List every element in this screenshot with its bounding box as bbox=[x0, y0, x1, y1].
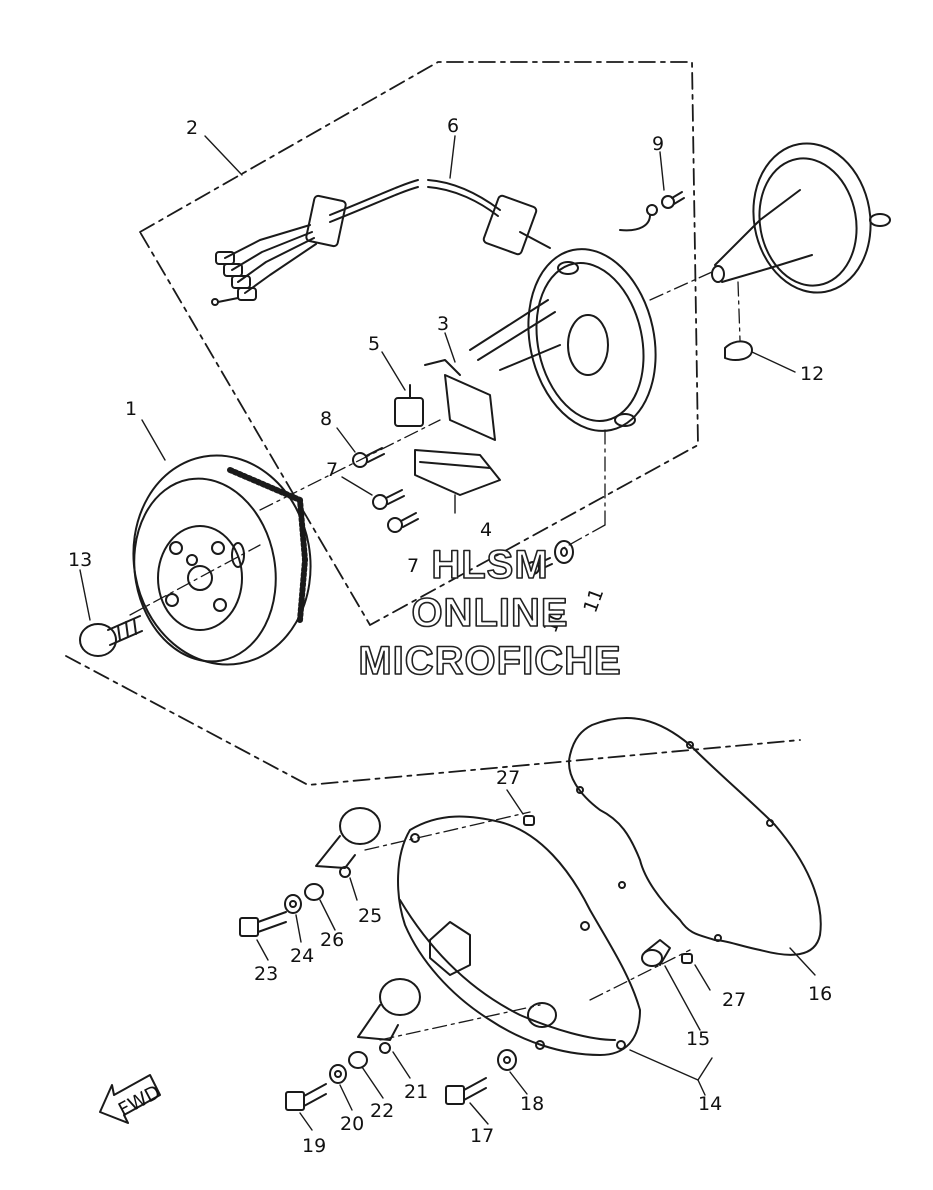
pulser-coil-5 bbox=[394, 384, 424, 427]
watermark-line-1: HLSM bbox=[431, 543, 548, 587]
assembly-boundary-dashed bbox=[65, 61, 801, 786]
callout-5: 5 bbox=[368, 333, 380, 355]
callout-numbers: 2 6 9 3 5 8 7 1 13 12 4 7 10 11 27 25 26… bbox=[68, 115, 832, 1157]
washer-11 bbox=[554, 540, 574, 564]
callout-7a: 7 bbox=[326, 459, 338, 481]
screw-7b bbox=[387, 512, 419, 533]
pin-27-lower bbox=[681, 953, 693, 964]
pin-27-upper bbox=[523, 815, 535, 826]
screw-10 bbox=[526, 557, 553, 575]
callout-23: 23 bbox=[254, 963, 278, 985]
callout-leaders bbox=[79, 135, 816, 1131]
dowel-pin bbox=[641, 939, 671, 967]
callout-15: 15 bbox=[686, 1028, 710, 1050]
watermark-line-3: MICROFICHE bbox=[358, 639, 621, 683]
callout-13: 13 bbox=[68, 549, 92, 571]
washer-18 bbox=[497, 1049, 517, 1071]
screw-7a bbox=[372, 489, 405, 510]
screw-8 bbox=[352, 447, 385, 468]
wire-harness bbox=[211, 179, 551, 306]
callout-26: 26 bbox=[320, 929, 344, 951]
callout-3: 3 bbox=[437, 313, 449, 335]
callout-14: 14 bbox=[698, 1093, 722, 1115]
callout-8: 8 bbox=[320, 408, 332, 430]
stator-plate bbox=[469, 204, 658, 432]
pulser-coil-4 bbox=[414, 449, 501, 496]
callout-20: 20 bbox=[340, 1113, 364, 1135]
callout-1: 1 bbox=[125, 398, 137, 420]
callout-6: 6 bbox=[447, 115, 459, 137]
watermark-line-2: ONLINE bbox=[411, 591, 568, 635]
callout-4: 4 bbox=[480, 519, 492, 541]
flywheel bbox=[132, 454, 312, 666]
clamp-upper bbox=[315, 807, 381, 878]
callout-9: 9 bbox=[652, 133, 664, 155]
callout-17: 17 bbox=[470, 1125, 494, 1147]
callout-12: 12 bbox=[800, 363, 824, 385]
flywheel-bolt bbox=[79, 615, 143, 657]
callout-2: 2 bbox=[186, 117, 198, 139]
flywheel-cover bbox=[397, 815, 641, 1056]
callout-27a: 27 bbox=[496, 767, 520, 789]
screw-9 bbox=[661, 191, 685, 209]
washer-20 bbox=[329, 1064, 347, 1084]
clamp-lower bbox=[357, 978, 421, 1054]
watermark: HLSM ONLINE MICROFICHE bbox=[358, 542, 622, 684]
callout-27b: 27 bbox=[722, 989, 746, 1011]
callout-11: 11 bbox=[579, 585, 608, 615]
bolt-19 bbox=[285, 1083, 327, 1111]
callout-22: 22 bbox=[370, 1100, 394, 1122]
washer-24 bbox=[284, 894, 302, 914]
woodruff-key bbox=[724, 340, 753, 361]
bolt-23 bbox=[239, 911, 287, 937]
pulser-coil-3 bbox=[424, 359, 496, 441]
collar-26 bbox=[304, 883, 324, 901]
collar-22 bbox=[348, 1051, 368, 1069]
callout-16: 16 bbox=[808, 983, 832, 1005]
starter-cup-hub bbox=[711, 142, 891, 294]
cover-gasket bbox=[568, 717, 822, 956]
bolt-17 bbox=[445, 1077, 487, 1105]
callout-25: 25 bbox=[358, 905, 382, 927]
callout-19: 19 bbox=[302, 1135, 326, 1157]
callout-24: 24 bbox=[290, 945, 314, 967]
callout-21: 21 bbox=[404, 1081, 428, 1103]
callout-18: 18 bbox=[520, 1093, 544, 1115]
fwd-arrow-icon: FWD bbox=[99, 1074, 164, 1124]
callout-7b: 7 bbox=[407, 555, 419, 577]
